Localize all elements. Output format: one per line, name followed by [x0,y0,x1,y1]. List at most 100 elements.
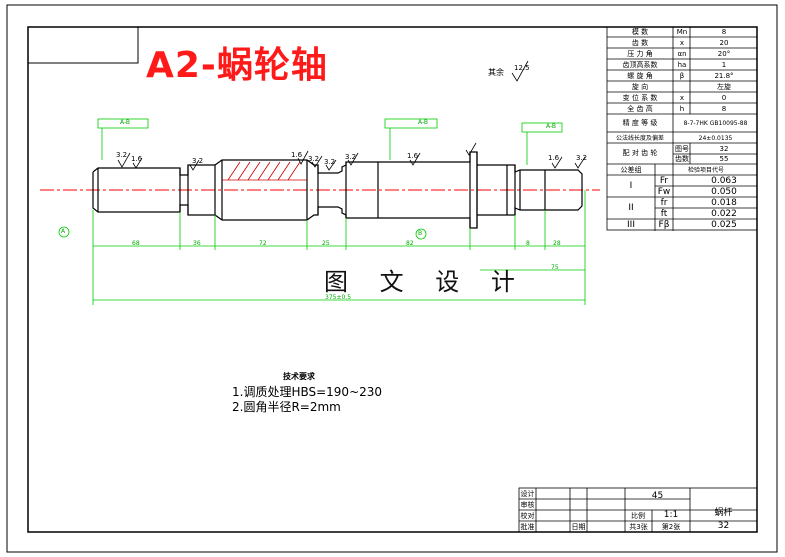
title-block-grid [518,487,758,533]
param-label: 齿顶高系数 [622,61,658,69]
param-value: 1 [721,61,727,69]
roughness-default-value: 12.5 [514,64,530,72]
dim-partial: 75 [551,264,559,271]
roughness-label: 1.6 [291,151,303,159]
roughness-label: 3.2 [308,155,320,163]
param-symbol: x [679,94,685,102]
corner-box [27,26,139,64]
tolerance-value: 0.018 [711,198,737,208]
tech-requirements-heading: 技术要求 [283,372,315,381]
param-label: 变 位 系 数 [622,94,658,102]
drawing-title: A2-蜗轮轴 [146,45,328,86]
roughness-label: 1.6 [548,154,560,162]
group-header: 检验项目代号 [687,167,724,174]
tech-requirement-item: 1.调质处理HBS=190~230 [232,385,383,399]
tolerance-frame-label: A-B [418,119,429,126]
tolerance-symbol: Fr [659,176,669,186]
title-block-label: 校对 [520,512,535,520]
param-label: 模 数 [631,28,649,36]
tolerance-group: III [627,220,635,230]
dim-length: 72 [259,240,267,247]
roughness-label: 3.2 [345,153,357,161]
title-block-label: 设计 [520,490,535,498]
param-symbol: αn [677,50,687,58]
tolerance-symbol: Fw [657,187,671,197]
dim-length: 8 [526,240,530,247]
sheet-page: 第2张 [661,523,681,531]
tech-requirement-item: 2.圆角半径R=2mm [232,400,341,414]
tolerance-value: 0.025 [711,220,737,230]
param-symbol: ha [677,61,687,69]
drawing-number: 32 [717,521,730,531]
param-symbol: Mn [676,28,688,36]
title-block-label: 日期 [571,523,586,531]
param-label: 全 齿 高 [627,105,653,113]
tolerance-value: 0.022 [711,209,737,219]
roughness-label: 3.2 [324,158,336,166]
param-value: 55 [719,155,729,163]
param-symbol: h [679,105,685,113]
tolerance-group: II [628,203,634,213]
param-value: 20° [717,50,731,58]
roughness-other-label: 其余 [488,68,504,77]
outer-border [6,4,778,553]
shaft-outline [92,151,583,229]
datum-label: B [418,230,423,237]
datum-label: A [61,228,66,235]
inner-border [27,26,758,533]
param-value: 20 [719,39,729,47]
roughness-label: 1.6 [407,152,419,160]
title-block-label: 审核 [520,501,535,509]
dim-length: 68 [132,240,140,247]
param-label: 公法线长度及偏差 [615,135,664,142]
param-symbol: 图号 [675,145,689,153]
roughness-label: 3.2 [576,154,588,162]
param-label: 螺 旋 角 [627,72,653,80]
param-label: 旋 向 [631,83,649,91]
param-label: 压 力 角 [627,50,653,58]
worm-teeth-hatch [222,161,307,181]
title-block-label: 批准 [520,523,535,531]
part-name: 蜗杆 [714,508,733,518]
dim-overall: 375±0.5 [325,294,352,301]
param-value: 8-7-7HK GB10095-88 [683,120,748,127]
param-symbol: β [679,72,685,80]
param-label: 配 对 齿 轮 [622,149,658,157]
tolerance-frame-label: A-B [546,123,557,130]
param-value: 24±0.0135 [698,135,733,142]
param-value: 0 [721,94,727,102]
param-value: 左旋 [717,83,731,91]
tolerance-value: 0.050 [711,187,737,197]
tolerance-group: I [629,181,633,191]
param-value: 8 [721,105,727,113]
param-label: 齿 数 [631,39,649,47]
tolerance-symbol: fr [660,198,668,208]
dim-length: 36 [193,240,201,247]
roughness-symbols [117,60,586,171]
watermark: 图 文 设 计 [324,268,527,296]
group-header: 公差组 [620,166,642,174]
param-value: 32 [719,145,729,153]
roughness-label: 3.2 [116,151,128,159]
scale-value: 1:1 [663,510,679,520]
param-value: 8 [721,28,727,36]
tolerance-frame-label: A-B [120,119,131,126]
tolerance-value: 0.063 [711,176,737,186]
param-symbol: 齿数 [675,155,689,163]
dim-length: 28 [553,240,561,247]
tolerance-symbol: ft [660,209,668,219]
roughness-label: 1.6 [131,155,143,163]
param-label: 精 度 等 级 [622,119,658,127]
dimension-lines [58,118,586,305]
dim-length: 82 [406,240,414,247]
sheet-count: 共3张 [629,523,648,531]
param-table-grid [606,26,758,231]
dim-length: 25 [322,240,330,247]
material: 45 [651,491,664,501]
roughness-label: 3.2 [192,157,204,165]
param-value: 21.8° [714,72,734,80]
scale-label: 比例 [631,512,645,520]
param-symbol: x [679,39,685,47]
tolerance-symbol: Fβ [658,220,670,230]
